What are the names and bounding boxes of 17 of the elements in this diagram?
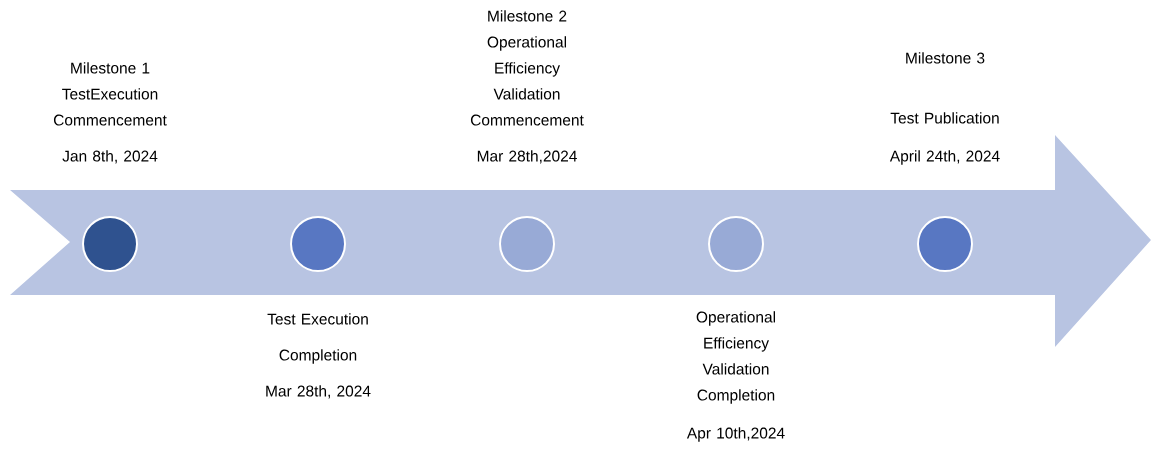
milestone-circle [82, 216, 138, 272]
milestone-label: April 24th, 2024 [889, 150, 1000, 165]
milestone-circle [499, 216, 555, 272]
milestone-label: Completion [279, 349, 357, 364]
milestone-label: Mar 28th,2024 [477, 150, 577, 164]
milestone-label: Test Execution [267, 313, 368, 325]
milestone-label: Test Publication [890, 112, 999, 124]
milestone-label: Mar 28th, 2024 [266, 385, 371, 399]
milestone-label: Operational Efficiency Validation Completion [696, 311, 775, 404]
milestone-label: Milestone 2 Operational Efficiency Validation Commencement [470, 10, 584, 126]
milestone-circle [708, 216, 764, 272]
milestone-label: Apr 10th,2024 [686, 427, 785, 442]
milestone-circle [290, 216, 346, 272]
milestone-label: Milestone 1 TestExecution Commencement [53, 62, 167, 126]
milestone-label: Milestone 3 [906, 52, 985, 64]
milestone-label: Jan 8th, 2024 [62, 150, 158, 164]
milestone-circle [917, 216, 973, 272]
